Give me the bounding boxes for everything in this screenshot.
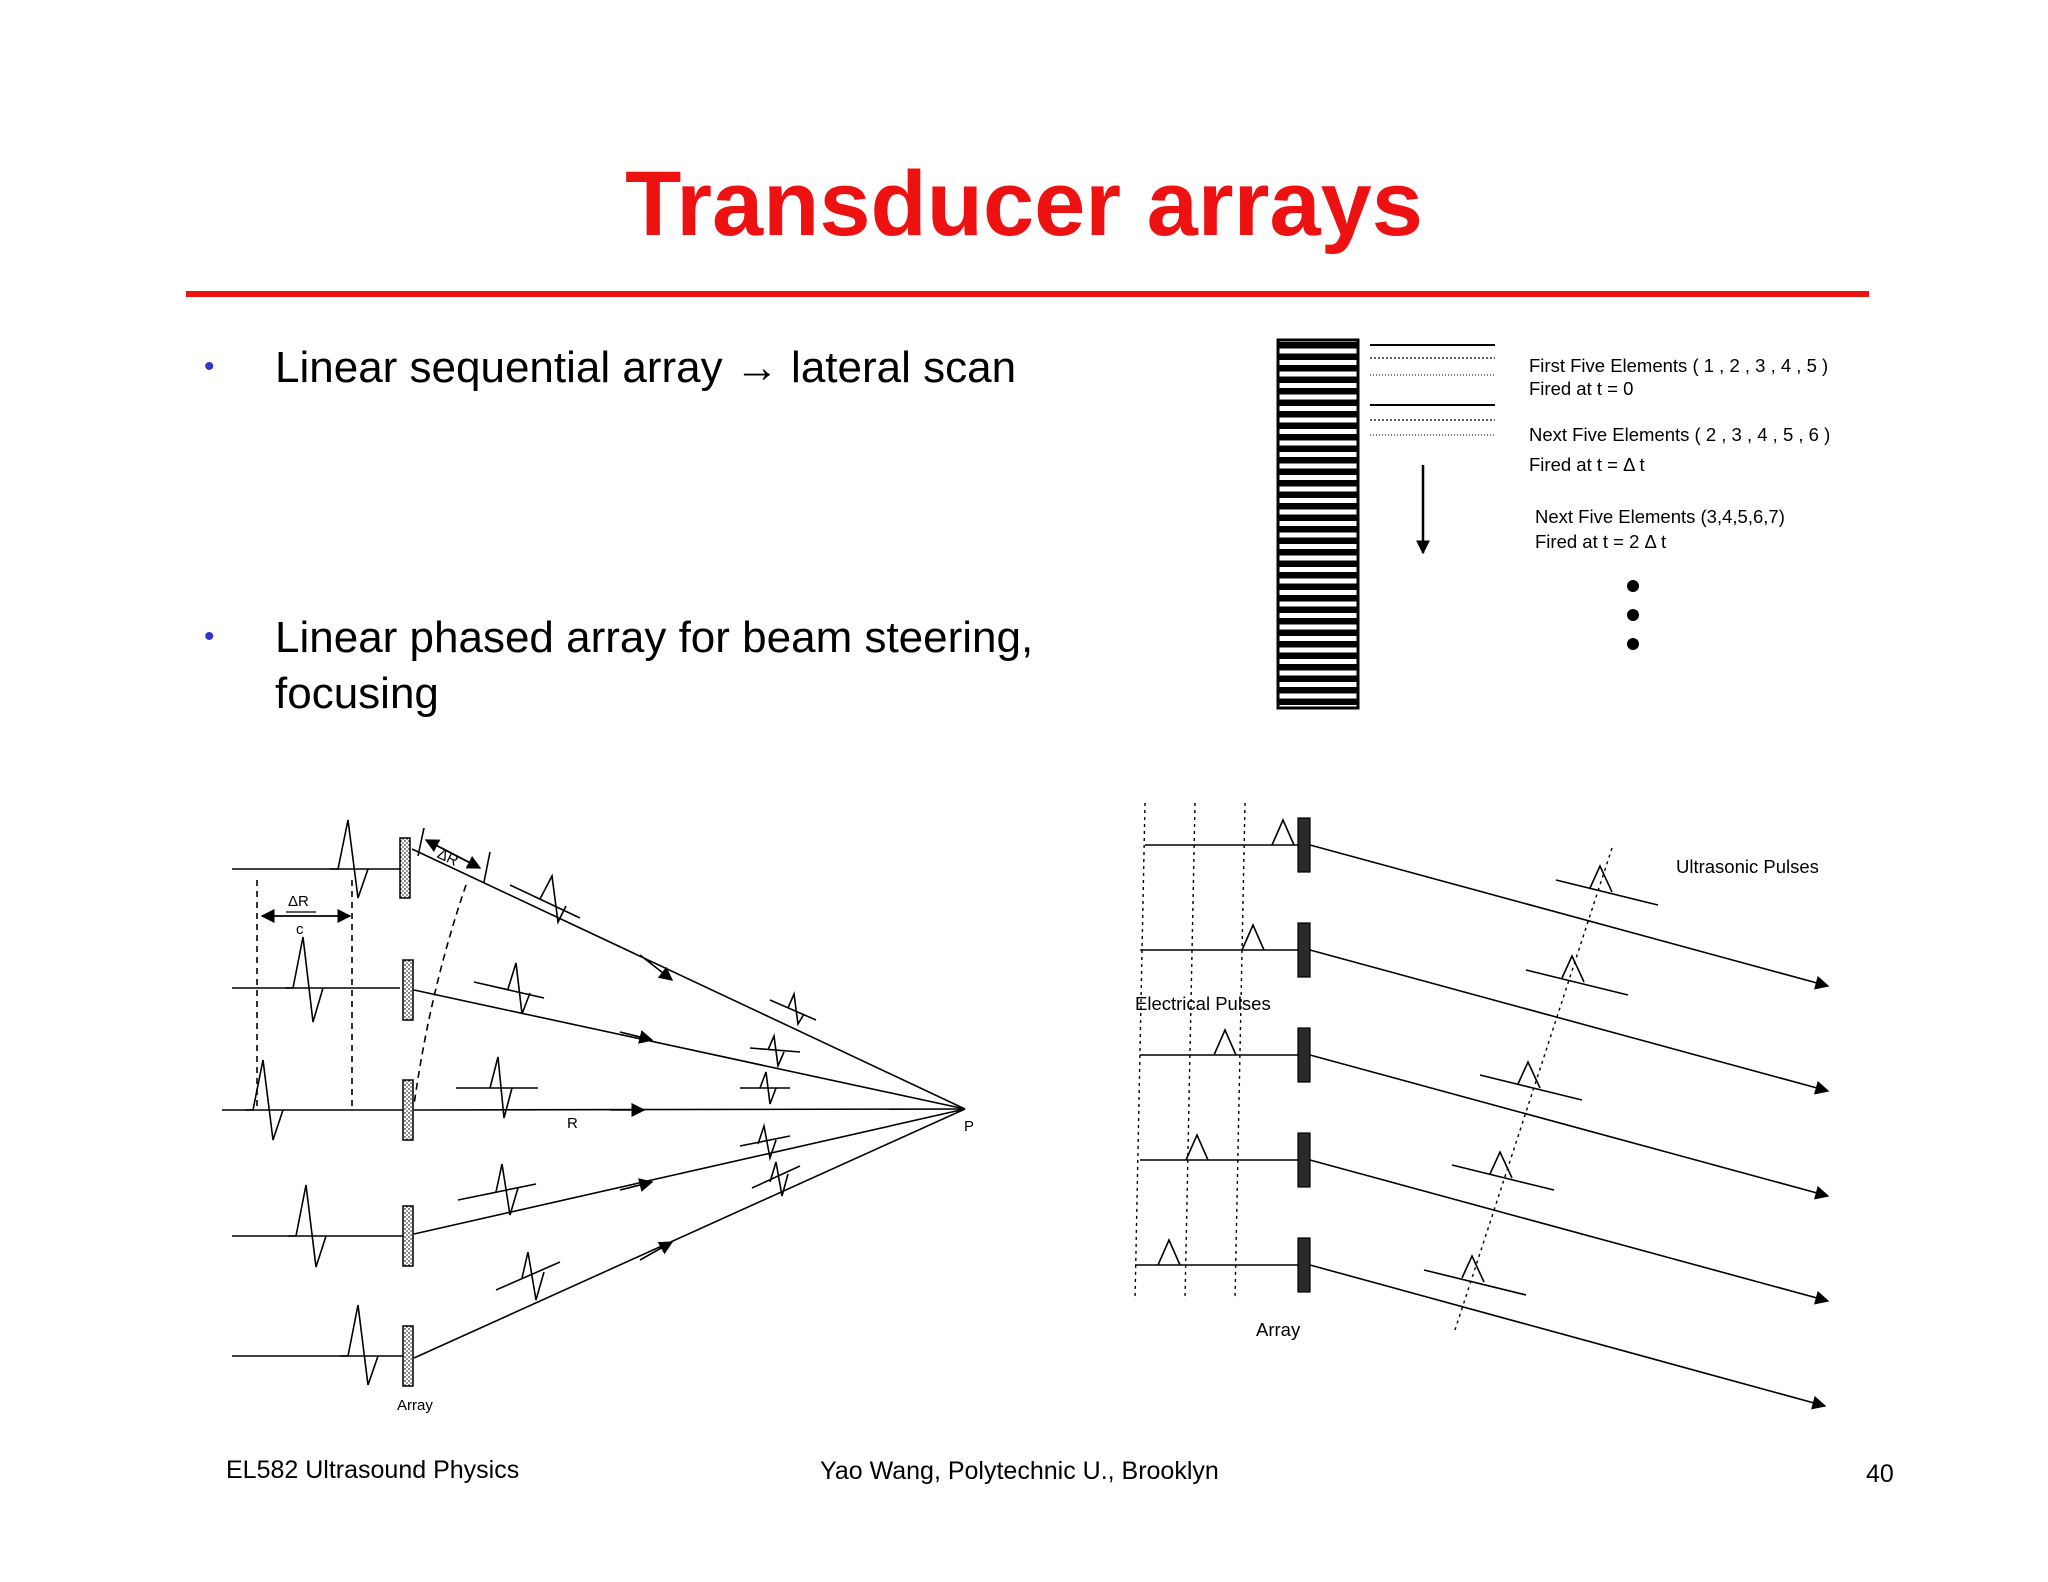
ultrasonic-pulses-label: Ultrasonic Pulses	[1676, 856, 1819, 877]
bullet-linear-phased: Linear phased array for beam steering, f…	[275, 610, 1033, 722]
bullet-linear-sequential: Linear sequential array → lateral scan	[275, 343, 1017, 392]
array-element-bar	[1278, 480, 1358, 487]
array-element-bar	[1278, 606, 1358, 613]
title-underline	[186, 291, 1869, 297]
array-element-bar	[1278, 526, 1358, 533]
element-stack	[1276, 338, 1360, 710]
array-element-bar	[1278, 399, 1358, 406]
group-label: First Five Elements ( 1 , 2 , 3 , 4 , 5 …	[1529, 355, 1828, 376]
array-element-bar	[1278, 560, 1358, 567]
beam-lines	[1370, 344, 1495, 436]
focal-point-label: P	[964, 1118, 974, 1135]
footer-author: Yao Wang, Polytechnic U., Brooklyn	[820, 1457, 1219, 1485]
sequential-array-figure: First Five Elements ( 1 , 2 , 3 , 4 , 5 …	[1276, 338, 1830, 710]
array-element-bar	[1278, 342, 1358, 349]
group-label: Next Five Elements ( 2 , 3 , 4 , 5 , 6 )	[1529, 424, 1830, 445]
array-element-bar	[1278, 503, 1358, 510]
array-element-bar	[1278, 583, 1358, 590]
array-element-bar	[1278, 365, 1358, 372]
bullet-line: focusing	[275, 669, 439, 718]
array-element-bar	[1278, 641, 1358, 648]
delta-r-over-c-den: c	[296, 921, 304, 938]
array-label: Array	[397, 1397, 433, 1414]
array-element-bar	[1278, 468, 1358, 475]
array-element-bar	[1278, 353, 1358, 360]
array-element-bar	[1278, 595, 1358, 602]
array-element-bar	[1278, 687, 1358, 694]
array-element-bar	[1278, 537, 1358, 544]
focusing-figure	[222, 819, 966, 1387]
array-element-bar	[1278, 457, 1358, 464]
array-element-bar	[1278, 618, 1358, 625]
delta-r-label: ΔR	[435, 845, 461, 869]
group-label: Fired at t = Δ t	[1529, 454, 1645, 475]
group-label: Next Five Elements (3,4,5,6,7)	[1535, 506, 1785, 527]
array-element-bar	[1278, 411, 1358, 418]
array-element-bar	[1278, 388, 1358, 395]
ellipsis-dot	[1627, 638, 1639, 650]
array-element-bar	[1278, 664, 1358, 671]
group-label: Fired at t = 0	[1529, 378, 1633, 399]
bullet-line: Linear phased array for beam steering,	[275, 613, 1034, 662]
electrical-pulses-label: Electrical Pulses	[1135, 993, 1271, 1014]
ellipsis-dot	[1627, 580, 1639, 592]
array-element-bar	[1278, 572, 1358, 579]
array-element-bar	[1278, 422, 1358, 429]
steering-array-elements	[1297, 817, 1311, 1293]
array-element-bar	[1278, 652, 1358, 659]
slide-title: Transducer arrays	[625, 153, 1423, 255]
range-label: R	[567, 1115, 578, 1132]
array-element-bar	[1278, 445, 1358, 452]
array-element-bar	[1278, 549, 1358, 556]
ellipsis-dot	[1627, 609, 1639, 621]
array-element-bar	[1278, 629, 1358, 636]
steering-figure	[1134, 802, 1830, 1410]
array-element-bar	[1278, 698, 1358, 705]
array-element-bar	[1278, 491, 1358, 498]
array-element-bar	[1278, 434, 1358, 441]
array-elements	[399, 837, 414, 1387]
footer-course: EL582 Ultrasound Physics	[226, 1456, 520, 1484]
array-element-bar	[1278, 675, 1358, 682]
page-number: 40	[1866, 1460, 1894, 1488]
delta-r-over-c-num: ΔR	[288, 893, 309, 910]
group-label: Fired at t = 2 Δ t	[1535, 531, 1666, 552]
array-element-bar	[1278, 514, 1358, 521]
array-element-bar	[1278, 376, 1358, 383]
bullet-marker: •	[204, 620, 215, 653]
bullet-marker: •	[204, 350, 215, 383]
steering-array-label: Array	[1256, 1319, 1301, 1340]
